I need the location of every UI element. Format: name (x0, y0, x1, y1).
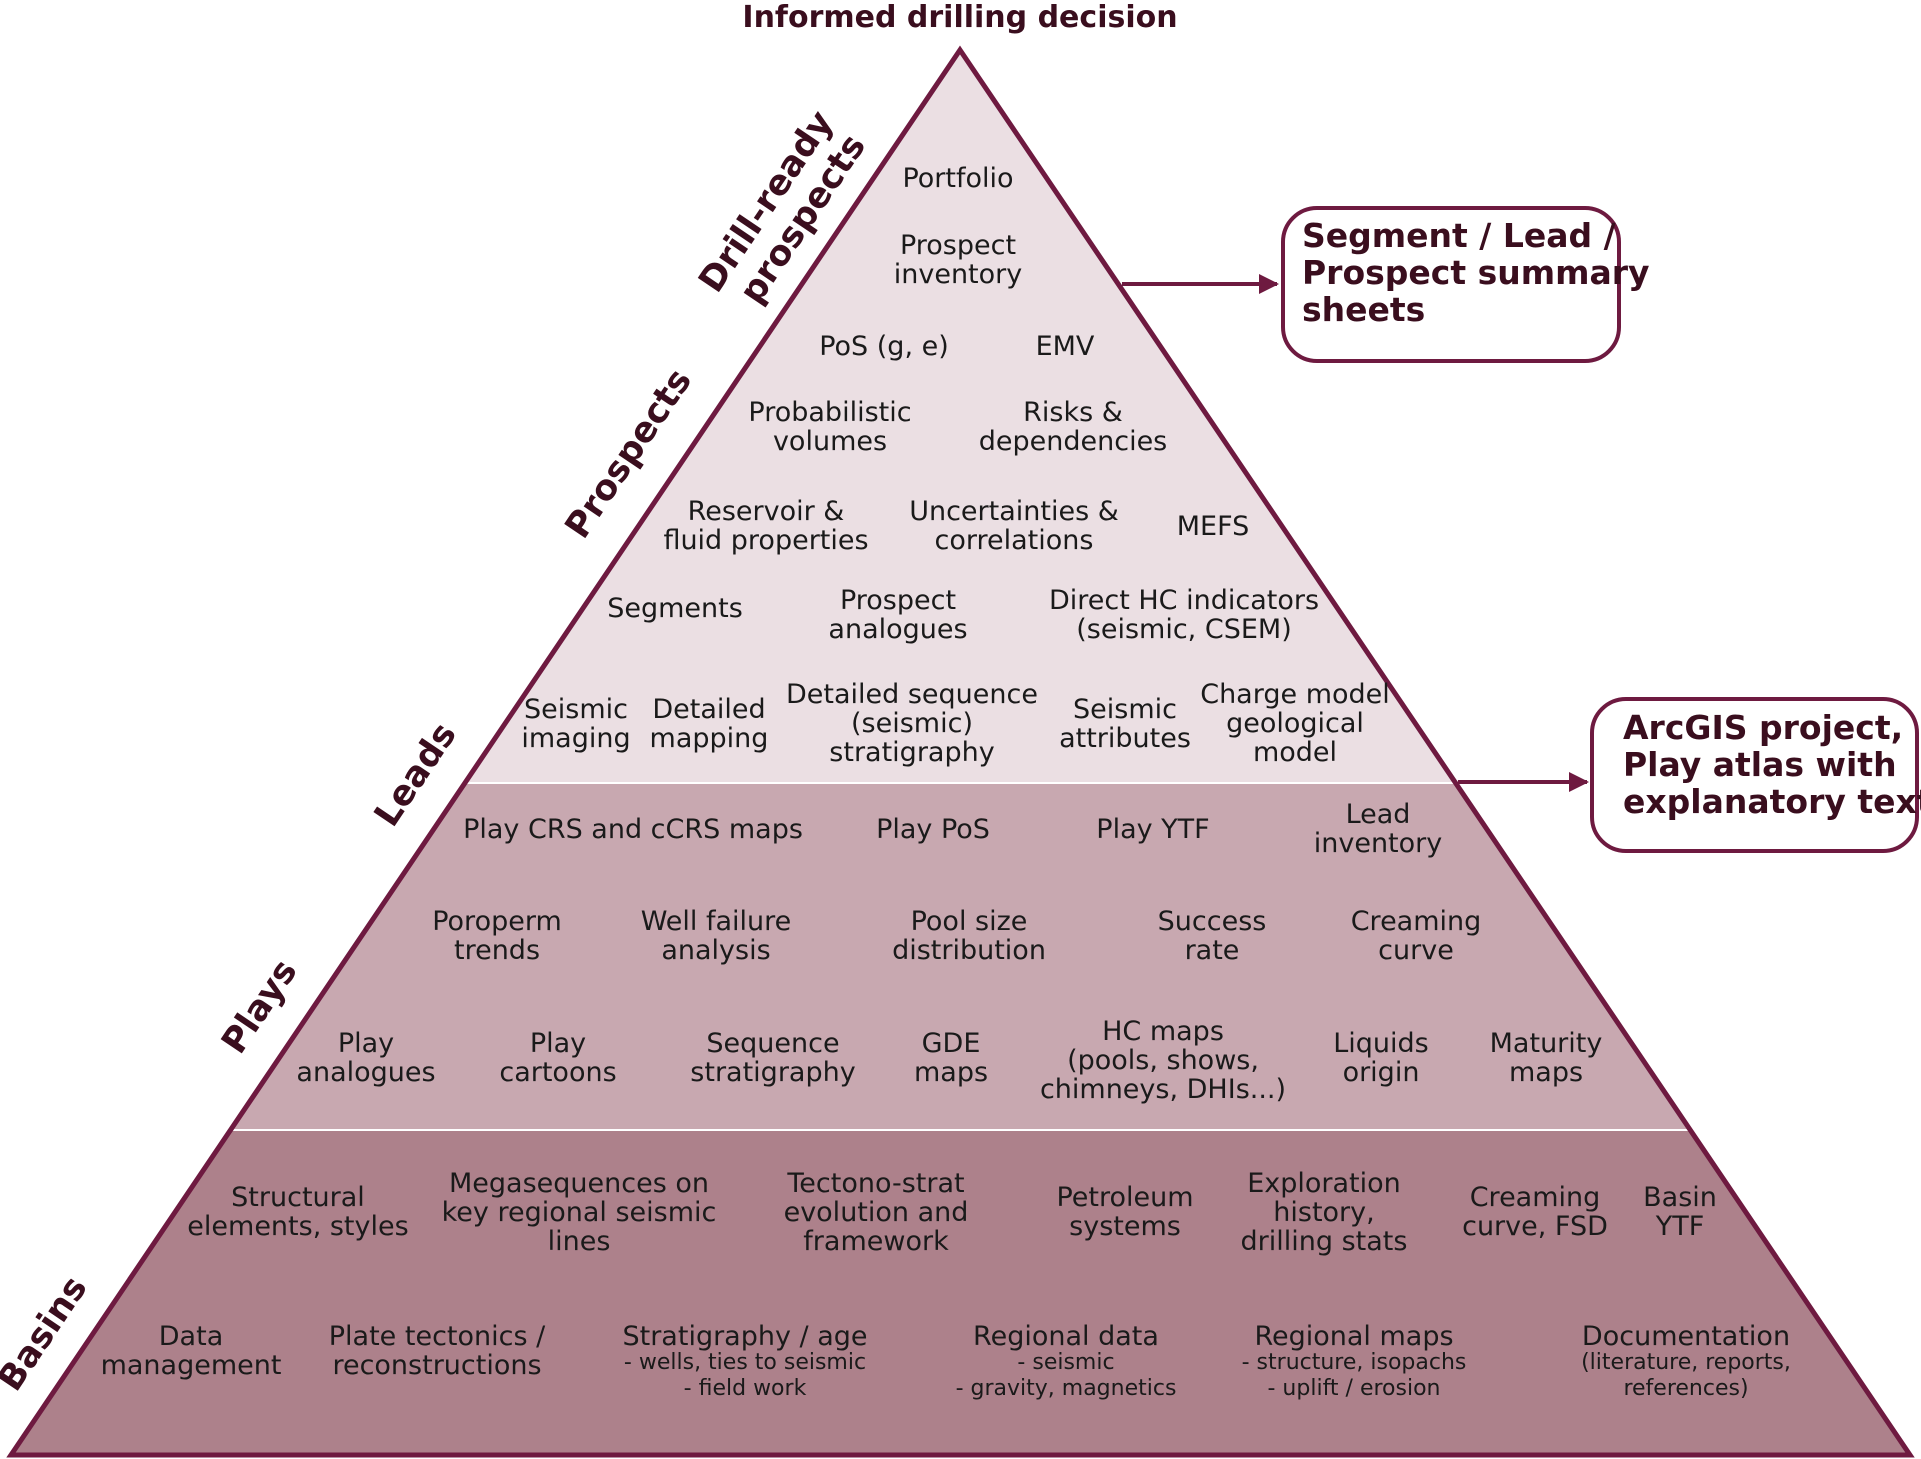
arcgis-text: ArcGIS project, Play atlas with explanat… (1623, 708, 1921, 821)
stratigraphy-age-subline: - wells, ties to seismic (624, 1350, 866, 1375)
regional-maps-subline: - uplift / erosion (1268, 1376, 1441, 1401)
documentation-subline: references) (1623, 1376, 1748, 1401)
mefs-label: MEFS (1177, 511, 1250, 542)
pyramid-title: Informed drilling decision (742, 0, 1177, 35)
regional-data-heading: Regional data (973, 1321, 1159, 1352)
play-ytf-label: Play YTF (1096, 814, 1209, 845)
regional-data-subline: - seismic (1017, 1350, 1114, 1375)
summary-sheets-text: Segment / Lead / Prospect summary sheets (1302, 216, 1661, 329)
band-basins (11, 1130, 1910, 1455)
band-prospects (11, 50, 1910, 783)
regional-data-subline: - gravity, magnetics (956, 1376, 1177, 1401)
risks-dependencies-label: Risks &dependencies (979, 397, 1168, 457)
documentation-heading: Documentation (1582, 1321, 1790, 1352)
pyramid-outline (6, 45, 1915, 1458)
reservoir-fluid-label: Reservoir &fluid properties (663, 496, 868, 556)
uncertainties-label: Uncertainties &correlations (909, 496, 1119, 556)
detailed-sequence-label: Detailed sequence(seismic)stratigraphy (786, 679, 1038, 768)
plate-tectonics-label: Plate tectonics /reconstructions (329, 1321, 546, 1381)
stratigraphy-age-subline: - field work (684, 1376, 807, 1401)
stratigraphy-age-heading: Stratigraphy / age (622, 1321, 867, 1352)
regional-maps-subline: - structure, isopachs (1242, 1350, 1467, 1375)
play-pos-label: Play PoS (876, 814, 990, 845)
emv-label: EMV (1036, 331, 1095, 362)
portfolio-label: Portfolio (902, 163, 1013, 194)
segments-label: Segments (607, 593, 743, 624)
hc-maps-label: HC maps(pools, shows,chimneys, DHIs...) (1040, 1016, 1286, 1105)
pos-ge-label: PoS (g, e) (819, 331, 949, 362)
arcgis-box (1590, 697, 1919, 853)
play-crs-label: Play CRS and cCRS maps (463, 814, 803, 845)
regional-maps-heading: Regional maps (1254, 1321, 1453, 1352)
summary-sheets-box (1281, 206, 1621, 363)
documentation-subline: (literature, reports, (1581, 1350, 1791, 1375)
direct-hc-label: Direct HC indicators(seismic, CSEM) (1049, 585, 1319, 645)
